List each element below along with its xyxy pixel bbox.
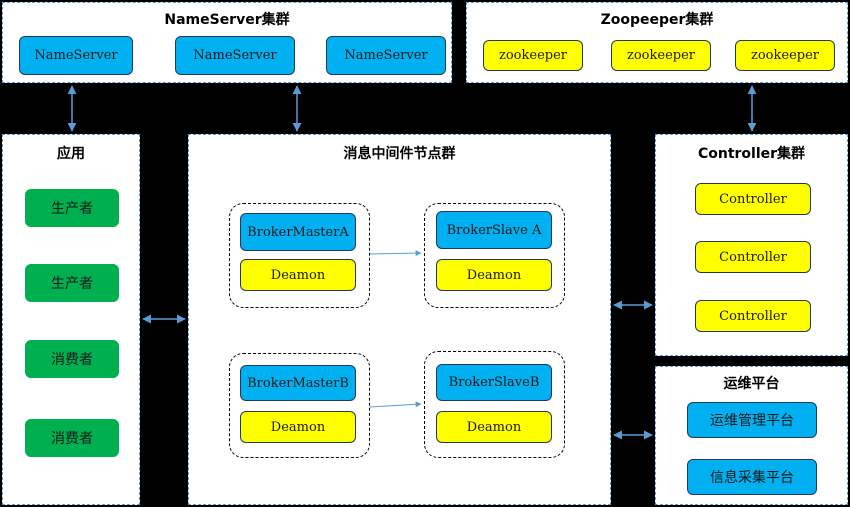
broker-group-slave-a: [424, 203, 565, 308]
broker-group-slave-b: [424, 351, 565, 458]
zookeeper-cluster-title: Zoopeeper集群: [600, 12, 714, 28]
nameserver-cluster-panel: NameServer集群 NameServer NameServer NameS…: [2, 2, 452, 83]
broker-group-master-a: [229, 203, 370, 308]
zookeeper-node-1[interactable]: zookeeper: [483, 40, 583, 71]
nameserver-node-1[interactable]: NameServer: [19, 36, 133, 75]
consumer-1[interactable]: 消费者: [25, 340, 119, 378]
info-collection-platform[interactable]: 信息采集平台: [687, 459, 817, 495]
producer-1[interactable]: 生产者: [25, 189, 119, 227]
nameserver-node-3[interactable]: NameServer: [326, 36, 446, 75]
controller-node-3[interactable]: Controller: [695, 300, 811, 332]
producer-2[interactable]: 生产者: [25, 264, 119, 302]
daemon-slave-b[interactable]: Deamon: [436, 411, 552, 443]
daemon-slave-a[interactable]: Deamon: [436, 259, 552, 291]
controller-cluster-panel: Controller集群 Controller Controller Contr…: [655, 134, 848, 356]
broker-slave-a[interactable]: BrokerSlave A: [436, 211, 552, 249]
controller-node-2[interactable]: Controller: [695, 241, 811, 273]
broker-master-b[interactable]: BrokerMasterB: [240, 365, 356, 401]
arrow-master-b-to-slave-b: [369, 401, 422, 408]
application-title: 应用: [57, 146, 85, 162]
application-panel: 应用 生产者 生产者 消费者 消费者: [2, 134, 140, 505]
broker-master-a[interactable]: BrokerMasterA: [240, 213, 356, 251]
nameserver-cluster-title: NameServer集群: [164, 12, 290, 28]
zookeeper-node-2[interactable]: zookeeper: [611, 40, 711, 71]
controller-cluster-title: Controller集群: [697, 146, 806, 162]
consumer-2[interactable]: 消费者: [25, 419, 119, 457]
middleware-title: 消息中间件节点群: [343, 146, 456, 162]
ops-platform-title: 运维平台: [723, 376, 780, 392]
nameserver-node-2[interactable]: NameServer: [175, 36, 295, 75]
daemon-master-b[interactable]: Deamon: [240, 411, 356, 443]
daemon-master-a[interactable]: Deamon: [240, 259, 356, 291]
ops-management-platform[interactable]: 运维管理平台: [687, 402, 817, 438]
zookeeper-node-3[interactable]: zookeeper: [735, 40, 835, 71]
controller-node-1[interactable]: Controller: [695, 183, 811, 215]
middleware-panel: 消息中间件节点群 BrokerMasterA Deamon BrokerSlav…: [188, 134, 611, 505]
broker-slave-b[interactable]: BrokerSlaveB: [436, 364, 552, 401]
broker-group-master-b: [229, 353, 370, 458]
arrow-master-a-to-slave-a: [369, 250, 422, 257]
zookeeper-cluster-panel: Zoopeeper集群 zookeeper zookeeper zookeepe…: [466, 2, 848, 83]
ops-platform-panel: 运维平台 运维管理平台 信息采集平台: [655, 366, 848, 505]
